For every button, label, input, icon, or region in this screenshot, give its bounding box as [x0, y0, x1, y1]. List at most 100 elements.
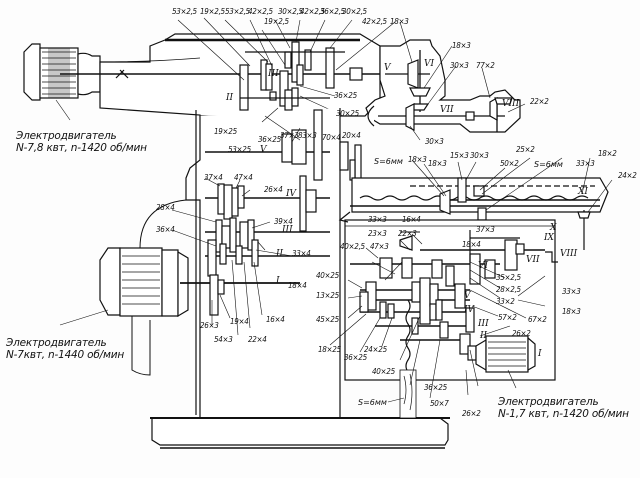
gear-label: 28×4 [156, 203, 175, 212]
motor-caption-title: Электродвигатель [16, 130, 117, 142]
gear-label: 83×3 [298, 131, 317, 140]
shaft-numeral: II [226, 93, 234, 103]
shaft-numeral: I [276, 276, 280, 286]
motor-caption-specs: N-7,8 квт, n-1420 об/мин [16, 142, 147, 154]
gear-label: 54×3 [214, 335, 233, 344]
gear-label: 42×2,5 [362, 17, 387, 26]
gear-label: 18×3 [408, 155, 427, 164]
gear-label: 37×3 [476, 225, 495, 234]
gear-label: 30×3 [470, 151, 489, 160]
gear-label: 33×3 [562, 287, 581, 296]
shaft-numeral: V [464, 291, 471, 301]
shaft-numeral: VI [424, 59, 435, 69]
shaft-numeral: II [480, 331, 488, 341]
gear-label: 30×2,5 [278, 7, 303, 16]
shaft-numeral: III [282, 225, 293, 235]
motor-caption-left: Электродвигатель N-7квт, n-1440 об/мин [6, 337, 124, 361]
gear-label: 16×4 [266, 315, 285, 324]
gear-label: 40×2,5 [340, 242, 365, 251]
gear-label: 50×7 [430, 399, 449, 408]
gear-label: 18×4 [462, 240, 481, 249]
shaft-numeral: XI [578, 187, 588, 197]
gear-label: 22×2 [530, 97, 549, 106]
gear-label: 53×2,5 [225, 7, 250, 16]
gear-label: 36×25 [344, 353, 367, 362]
gear-label: 26×2 [462, 409, 481, 418]
shaft-numeral: VII [526, 255, 540, 265]
gear-label: 22×3 [398, 229, 417, 238]
shaft-numeral: VIII [560, 249, 578, 259]
gear-label: 30×3 [450, 61, 469, 70]
gear-label: 15×3 [450, 151, 469, 160]
gear-label: 25×2 [516, 145, 535, 154]
shaft-numeral: III [268, 69, 279, 79]
gear-label: 30×25 [336, 109, 359, 118]
gear-label: 35×2,5 [496, 273, 521, 282]
shaft-numeral: II [276, 249, 284, 259]
gear-label: 18×3 [390, 17, 409, 26]
motor-caption-title: Электродвигатель [6, 337, 107, 349]
gear-label: 18×2 [598, 149, 617, 158]
gear-label: 45×25 [316, 315, 339, 324]
gear-label: 77×2 [476, 61, 495, 70]
gear-label: 19×25 [214, 127, 237, 136]
gear-label: 22×4 [248, 335, 267, 344]
gear-label: 13×25 [316, 291, 339, 300]
gear-label: 18×3 [452, 41, 471, 50]
gear-label: 30×3 [425, 137, 444, 146]
motor-caption-top: Электродвигатель N-7,8 квт, n-1420 об/ми… [16, 130, 147, 154]
shaft-numeral: V [384, 63, 391, 73]
left-motor [99, 247, 189, 318]
shaft-numeral: IV [464, 305, 475, 315]
screw-pitch-label: S=6мм [358, 398, 387, 407]
gear-label: 57×2 [498, 313, 517, 322]
gear-label: 50×2 [500, 159, 519, 168]
gear-label: 18×25 [318, 345, 341, 354]
gear-label: 70×4 [322, 133, 341, 142]
gear-label: 24×25 [364, 345, 387, 354]
shaft-numeral: I [538, 349, 542, 359]
gear-label: 33×3 [576, 159, 595, 168]
screw-pitch-label: S=6мм [534, 160, 563, 169]
gear-label: 39×4 [274, 217, 293, 226]
gear-label: 16×4 [402, 215, 421, 224]
gear-label: 37×4 [204, 173, 223, 182]
gear-label: 33×3 [368, 215, 387, 224]
gear-label: 28×2,5 [496, 285, 521, 294]
gear-label: 36×25 [334, 91, 357, 100]
feed-motor [475, 335, 536, 373]
gear-label: 19×4 [230, 317, 249, 326]
screw-pitch-label: S=6мм [374, 157, 403, 166]
shaft-numeral: IV [286, 189, 297, 199]
gear-label: 24×2 [618, 171, 637, 180]
gear-label: 18×3 [428, 159, 447, 168]
shaft-numeral: V [260, 145, 267, 155]
top-motor [23, 43, 101, 101]
gear-label: 36×2,5 [320, 7, 345, 16]
gear-label: 40×25 [372, 367, 395, 376]
gear-label: 23×3 [368, 229, 387, 238]
shaft-numeral: VII [440, 105, 454, 115]
gear-label: 33×2 [496, 297, 515, 306]
gear-label: 20×4 [342, 131, 361, 140]
gear-label: 18×3 [562, 307, 581, 316]
gear-label: 36×4 [156, 225, 175, 234]
motor-caption-specs: N-1,7 квт, n-1420 об/мин [498, 408, 629, 420]
shaft-numeral: VI [478, 261, 489, 271]
gear-label: 26×2 [512, 329, 531, 338]
gear-label: 53×2,5 [172, 7, 197, 16]
gear-label: 19×2,5 [200, 7, 225, 16]
gear-label: 26×4 [264, 185, 283, 194]
gear-label: 36×25 [258, 135, 281, 144]
gear-label: 33×4 [292, 249, 311, 258]
shaft-numeral: III [478, 319, 489, 329]
gear-label: 19×2,5 [264, 17, 289, 26]
gear-label: 40×25 [316, 271, 339, 280]
shaft-numeral: VIII [502, 99, 520, 109]
motor-caption-title: Электродвигатель [498, 396, 599, 408]
gear-label: 36×25 [424, 383, 447, 392]
gear-label: 67×2 [528, 315, 547, 324]
gear-label: 18×4 [288, 281, 307, 290]
shaft-numeral: IX [544, 233, 554, 243]
